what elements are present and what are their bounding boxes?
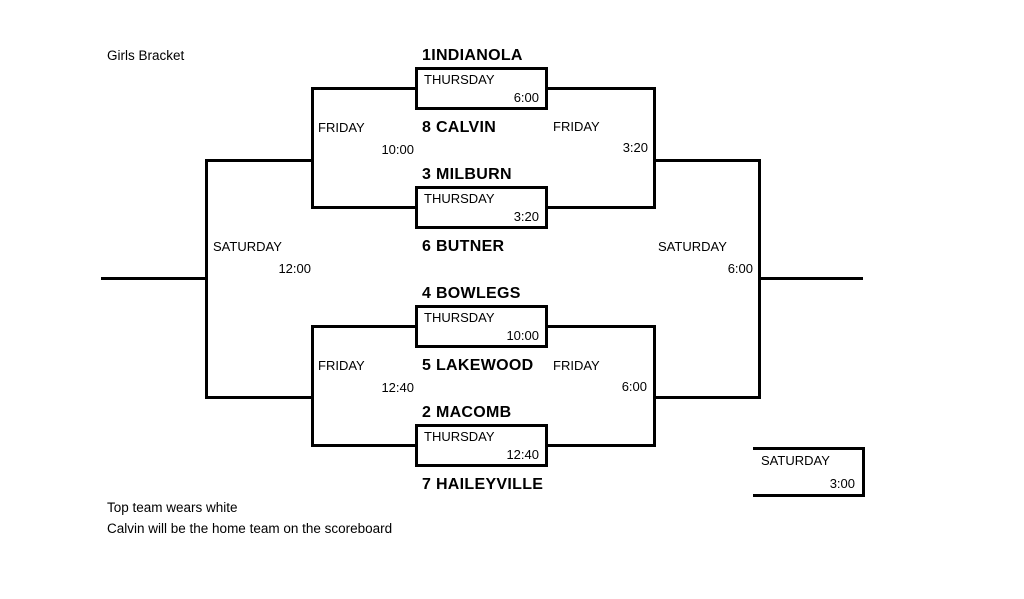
line-game3-right: [548, 325, 653, 328]
game-4-bottom-team: 7 HAILEYVILLE: [422, 476, 544, 493]
line-vertical-left-top: [311, 87, 314, 209]
game-1-box: THURSDAY 6:00: [415, 67, 548, 110]
standalone-game-time: 3:00: [829, 476, 855, 491]
line-mid-left-top: [205, 159, 314, 162]
line-vertical-left-bottom: [311, 325, 314, 447]
line-game4-left: [311, 444, 415, 447]
line-game2-right: [548, 206, 653, 209]
line-mid-right-top: [653, 159, 761, 162]
game-3: 4 BOWLEGS THURSDAY 10:00 5 LAKEWOOD: [415, 282, 575, 377]
game-2: 3 MILBURN THURSDAY 3:20 6 BUTNER: [415, 163, 575, 258]
game-3-time: 10:00: [506, 328, 539, 343]
note-top-team: Top team wears white: [107, 500, 238, 515]
line-game1-left: [311, 87, 415, 90]
standalone-game-day: SATURDAY: [761, 453, 830, 468]
line-winner-stub-left: [101, 277, 205, 280]
standalone-game-box: SATURDAY 3:00: [753, 447, 865, 497]
page-title: Girls Bracket: [107, 48, 185, 63]
line-vertical-right-top: [653, 87, 656, 209]
game-2-bottom-team: 6 BUTNER: [422, 238, 505, 255]
game-4-top-team: 2 MACOMB: [422, 404, 512, 421]
game-1-time: 6:00: [513, 90, 539, 105]
game-3-box: THURSDAY 10:00: [415, 305, 548, 348]
line-vertical-right-bottom: [653, 325, 656, 447]
game-2-day: THURSDAY: [424, 191, 495, 206]
game-4-box: THURSDAY 12:40: [415, 424, 548, 467]
line-mid-left-bottom: [205, 396, 314, 399]
round-left-outer-day: SATURDAY: [213, 239, 282, 254]
note-home-team: Calvin will be the home team on the scor…: [107, 521, 393, 536]
round-left-bottom-time: 12:40: [381, 380, 414, 395]
round-right-outer-time: 6:00: [727, 261, 753, 276]
round-left-top-day: FRIDAY: [318, 120, 365, 135]
game-4-day: THURSDAY: [424, 429, 495, 444]
line-game3-left: [311, 325, 415, 328]
game-1-day: THURSDAY: [424, 72, 495, 87]
game-3-top-team: 4 BOWLEGS: [422, 285, 521, 302]
round-right-bottom-time: 6:00: [621, 379, 647, 394]
round-left-bottom-day: FRIDAY: [318, 358, 365, 373]
game-2-box: THURSDAY 3:20: [415, 186, 548, 229]
game-1: 1INDIANOLA THURSDAY 6:00 8 CALVIN: [415, 44, 575, 139]
game-4-time: 12:40: [506, 447, 539, 462]
line-mid-right-bottom: [653, 396, 761, 399]
round-right-top-time: 3:20: [622, 140, 648, 155]
round-left-outer-time: 12:00: [278, 261, 311, 276]
game-2-top-team: 3 MILBURN: [422, 166, 512, 183]
game-2-time: 3:20: [513, 209, 539, 224]
line-game2-left: [311, 206, 415, 209]
game-3-day: THURSDAY: [424, 310, 495, 325]
round-right-bottom-day: FRIDAY: [553, 358, 600, 373]
round-right-top-day: FRIDAY: [553, 119, 600, 134]
game-4: 2 MACOMB THURSDAY 12:40 7 HAILEYVILLE: [415, 401, 575, 496]
line-winner-stub-right: [758, 277, 863, 280]
round-left-top-time: 10:00: [381, 142, 414, 157]
game-3-bottom-team: 5 LAKEWOOD: [422, 357, 534, 374]
game-1-top-team: 1INDIANOLA: [422, 47, 523, 64]
line-game4-right: [548, 444, 653, 447]
line-game1-right: [548, 87, 653, 90]
line-vertical-left-outer: [205, 159, 208, 399]
game-1-bottom-team: 8 CALVIN: [422, 119, 497, 136]
round-right-outer-day: SATURDAY: [658, 239, 727, 254]
